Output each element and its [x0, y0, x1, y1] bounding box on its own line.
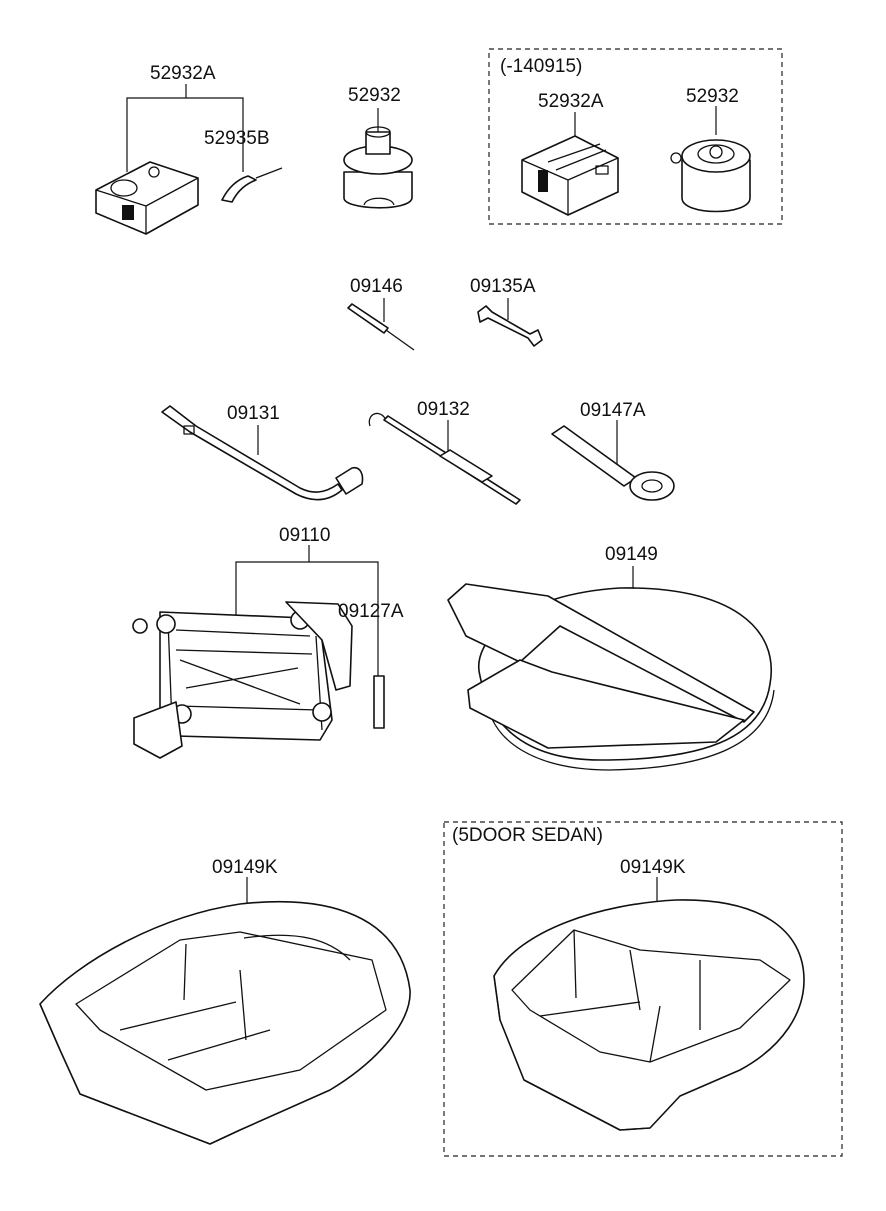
part-label-09132: 09132: [417, 399, 470, 420]
sealant-hose-drawing: [221, 152, 283, 203]
compressor-kit-drawing: [95, 84, 244, 235]
sealant-bottle-old-drawing: [670, 106, 751, 213]
tool-tray-drawing: [39, 877, 411, 1145]
part-label-09135a: 09135A: [470, 276, 536, 297]
part-label-09149k-right: 09149K: [620, 857, 686, 878]
part-label-52932a-left: 52932A: [150, 63, 216, 84]
part-label-52935b: 52935B: [204, 128, 270, 149]
part-label-09149k-left: 09149K: [212, 857, 278, 878]
part-label-52932-box: 52932: [686, 86, 739, 107]
jack-handle-drawing: [368, 412, 521, 505]
compressor-kit-old-drawing: [521, 112, 619, 216]
lug-wrench-drawing: [161, 405, 364, 501]
part-label-52932a-box: 52932A: [538, 91, 604, 112]
tool-tray-sedan-drawing: [493, 877, 805, 1131]
group-box-5door-sedan: [443, 821, 843, 1157]
part-label-09147a: 09147A: [580, 400, 646, 421]
part-label-09149: 09149: [605, 544, 658, 565]
group-box-140915: [488, 48, 783, 225]
part-label-09131: 09131: [227, 403, 280, 424]
screwdriver-drawing: [347, 298, 415, 351]
spanner-drawing: [477, 298, 543, 347]
sealant-bottle-drawing: [343, 108, 413, 209]
part-label-09127a: 09127A: [338, 601, 404, 622]
part-label-52932-top: 52932: [348, 85, 401, 106]
tire-cover-drawing: [447, 566, 775, 771]
part-label-09110: 09110: [279, 525, 331, 546]
jack-assembly-drawing: [132, 545, 385, 759]
towing-hook-drawing: [551, 420, 675, 501]
part-label-09146: 09146: [350, 276, 403, 297]
group-title-5door-sedan: (5DOOR SEDAN): [452, 825, 603, 846]
group-title-140915: (-140915): [500, 56, 583, 77]
